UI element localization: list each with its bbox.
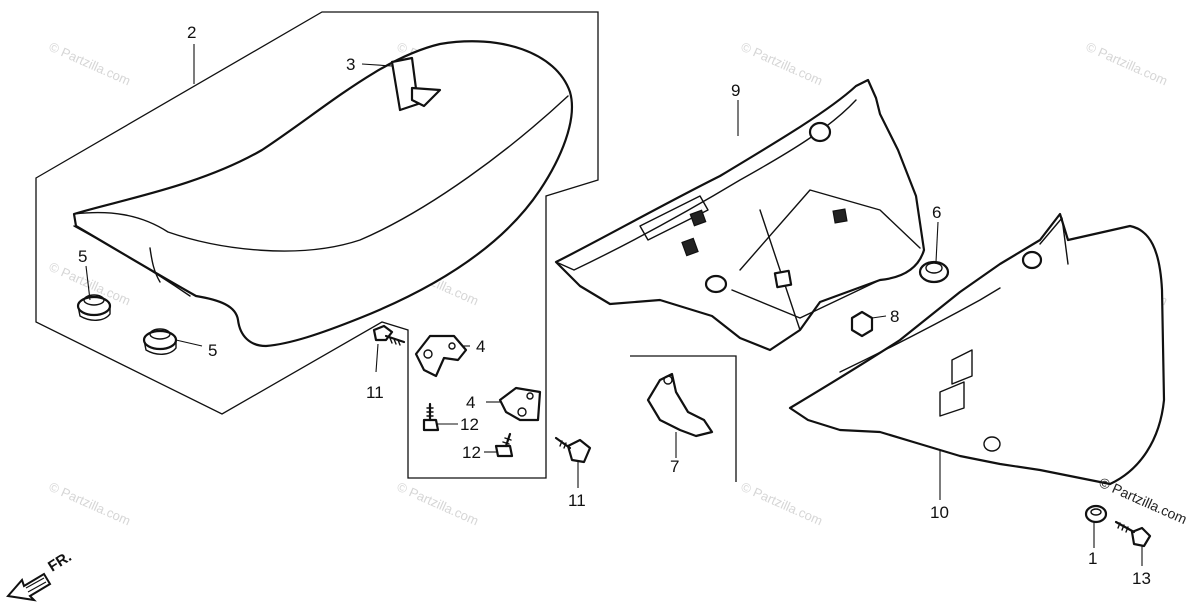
seat-part-2[interactable] xyxy=(72,40,574,348)
callout-5: 5 xyxy=(208,341,217,360)
seat-cushion-part-5a[interactable] xyxy=(76,294,112,321)
side-cover-left-part-9[interactable] xyxy=(554,78,926,352)
callout-13: 13 xyxy=(1132,569,1151,588)
watermark: © Partzilla.com xyxy=(47,479,133,528)
callout-4: 4 xyxy=(476,337,485,356)
watermark: © Partzilla.com xyxy=(1084,39,1170,88)
nut-part-8[interactable] xyxy=(850,310,874,338)
callout-12: 12 xyxy=(462,443,481,462)
callout-3: 3 xyxy=(346,55,355,74)
callout-10: 10 xyxy=(930,503,949,522)
callout-8: 8 xyxy=(890,307,899,326)
callout-5: 5 xyxy=(78,247,87,266)
bolt-part-11a[interactable] xyxy=(372,324,406,346)
collar-part-1[interactable] xyxy=(1084,504,1108,524)
bolt-part-11b[interactable] xyxy=(554,436,592,464)
bracket-part-4b[interactable] xyxy=(498,386,542,422)
screw-part-12b[interactable] xyxy=(494,432,514,458)
watermark: © Partzilla.com xyxy=(47,39,133,88)
grommet-part-6[interactable] xyxy=(918,260,950,284)
front-direction-indicator: FR. xyxy=(6,548,75,602)
seat-strap-part-3[interactable] xyxy=(390,56,442,112)
seat-group-frame xyxy=(35,11,599,479)
leader-lines xyxy=(85,44,1143,566)
callout-9: 9 xyxy=(731,81,740,100)
callout-11: 11 xyxy=(366,383,384,402)
callout-2: 2 xyxy=(187,23,196,42)
callout-1: 1 xyxy=(1088,549,1097,568)
screw-part-12a[interactable] xyxy=(422,402,440,432)
watermark: © Partzilla.com xyxy=(739,479,825,528)
bolt-part-13[interactable] xyxy=(1114,520,1152,548)
front-label: FR. xyxy=(45,548,75,575)
side-cover-right-part-10[interactable] xyxy=(788,212,1166,486)
bracket-part-7[interactable] xyxy=(646,372,714,438)
bracket-part-4a[interactable] xyxy=(414,334,468,378)
callout-12: 12 xyxy=(460,415,479,434)
seat-cushion-part-5b[interactable] xyxy=(142,328,178,355)
callout-7: 7 xyxy=(670,457,679,476)
callout-11: 11 xyxy=(568,491,586,510)
corner-watermark: © Partzilla.com xyxy=(1097,474,1190,527)
bracket-7-frame xyxy=(630,355,737,482)
watermark: © Partzilla.com xyxy=(395,479,481,528)
callout-4: 4 xyxy=(466,393,475,412)
callout-numbers: 2 3 5 5 11 4 4 12 12 11 7 9 6 8 10 1 13 xyxy=(78,23,1151,588)
callout-6: 6 xyxy=(932,203,941,222)
watermark: © Partzilla.com xyxy=(739,39,825,88)
